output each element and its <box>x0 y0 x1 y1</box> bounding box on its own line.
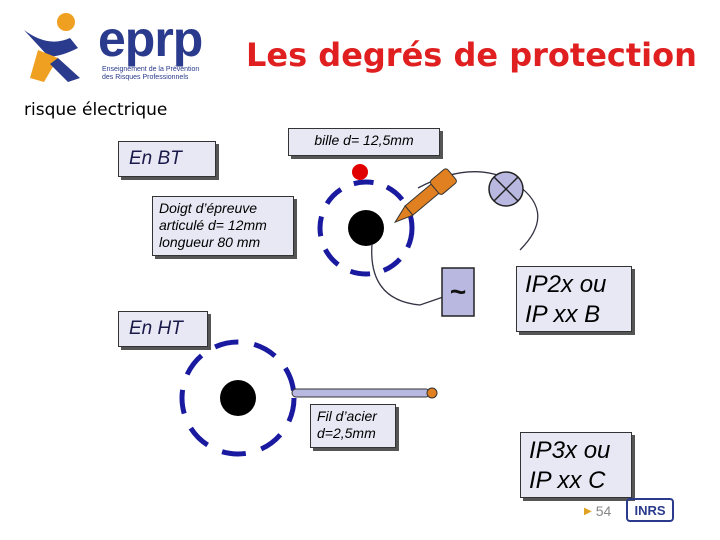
bt-enclosure-circle <box>317 179 415 277</box>
eprp-logo: eprp Enseignement de la Prévention des R… <box>18 8 218 88</box>
ip-b-box: IP2x ou IP xx B <box>516 266 632 332</box>
bille-box: bille d= 12,5mm <box>288 128 440 156</box>
bille-label: bille d= 12,5mm <box>314 132 414 148</box>
ht-live-part <box>220 380 256 416</box>
ip-c-line: IP3x ou <box>529 437 611 464</box>
ac-tilde: ~ <box>449 276 467 307</box>
bille-ball <box>352 164 368 180</box>
ip-c-box: IP3x ou IP xx C <box>520 432 632 498</box>
ht-label-box: En HT <box>118 311 208 347</box>
slide-title: Les degrés de protection <box>246 36 697 74</box>
ht-enclosure-circle <box>179 339 297 457</box>
doigt-line: Doigt d’épreuve <box>159 200 258 216</box>
fil-box: Fil d’acier d=2,5mm <box>310 404 396 448</box>
inrs-logo-text: INRS <box>634 502 666 518</box>
ht-label: En HT <box>129 318 183 339</box>
ip-b-line: IP2x ou <box>525 271 607 298</box>
ip-b-line: IP xx B <box>525 301 601 328</box>
bt-live-part <box>348 210 384 246</box>
bt-label: En BT <box>129 148 182 169</box>
fil-line: Fil d’acier <box>317 408 377 424</box>
doigt-line: longueur 80 mm <box>159 234 261 250</box>
inrs-logo: INRS <box>626 498 674 522</box>
bt-wire <box>417 171 539 251</box>
logo-subtitle-line: Enseignement de la Prévention <box>102 66 200 73</box>
fil-line: d=2,5mm <box>317 425 376 441</box>
logo-name: eprp <box>98 11 203 67</box>
doigt-line: articulé d= 12mm <box>159 217 267 233</box>
slide-subtitle: risque électrique <box>24 100 168 120</box>
test-finger-icon <box>393 168 457 224</box>
page-number: ▶ 54 <box>584 503 612 519</box>
lamp-icon <box>488 171 524 207</box>
ip-c-line: IP xx C <box>529 467 606 494</box>
doigt-box: Doigt d’épreuve articulé d= 12mm longueu… <box>152 196 294 256</box>
slide-bullet-icon: ▶ <box>584 505 592 517</box>
bt-label-box: En BT <box>118 141 216 177</box>
steel-wire <box>291 388 431 398</box>
lamp-wire <box>371 243 447 306</box>
logo-subtitle: Enseignement de la Prévention des Risque… <box>102 66 199 82</box>
eprp-figure-icon <box>24 13 80 82</box>
logo-subtitle-line: des Risques Professionnels <box>102 74 189 81</box>
